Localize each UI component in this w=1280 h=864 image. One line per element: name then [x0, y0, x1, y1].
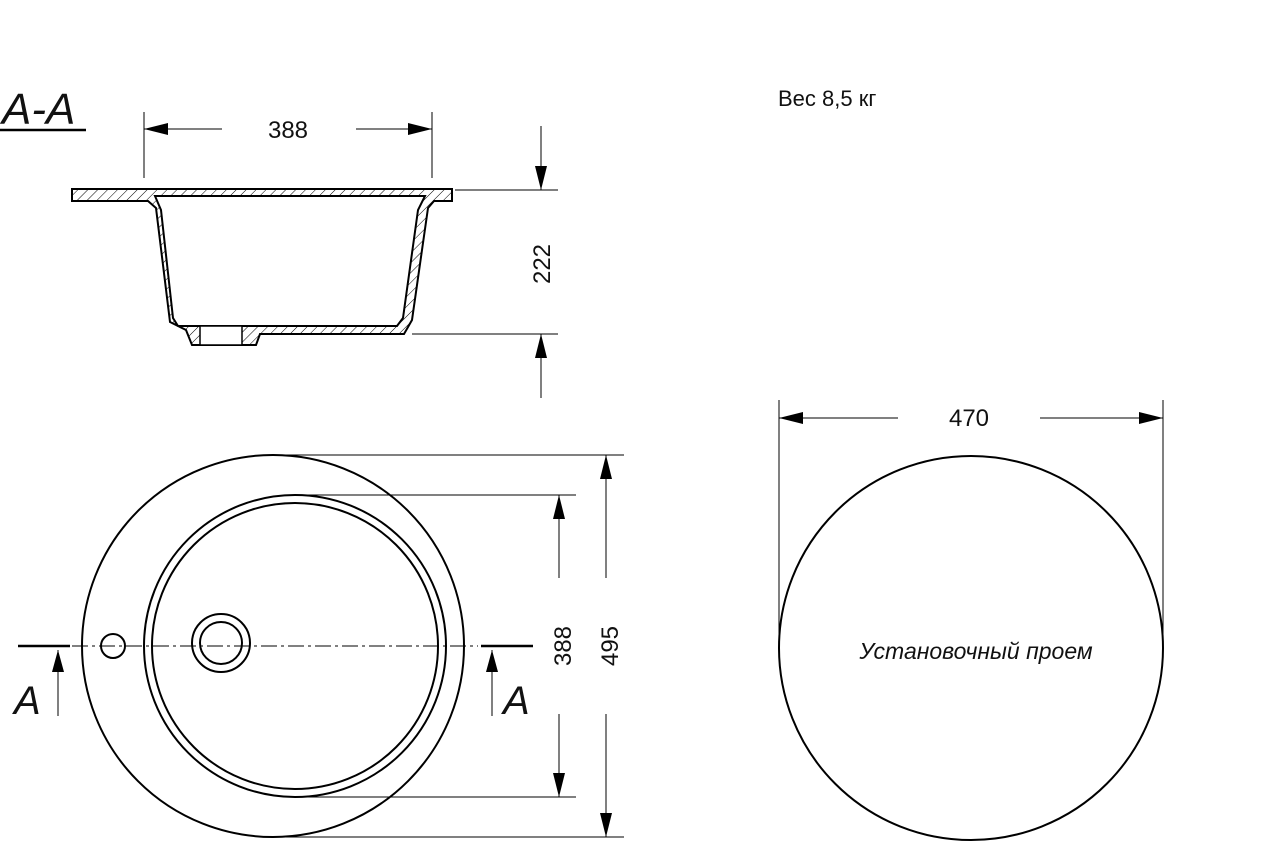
section-marker-left: A: [12, 679, 41, 723]
dim-arrow-up: [535, 334, 547, 358]
drain-opening: [199, 325, 243, 346]
outer-diameter-value: 495: [597, 626, 624, 666]
dim-arrow-down-388: [553, 773, 565, 797]
dim-arrow-left-470: [779, 412, 803, 424]
dim-arrow-down-495: [600, 813, 612, 837]
drain-inner-circle: [199, 621, 243, 665]
section-view: 388 222: [71, 112, 558, 398]
section-marker-right: A: [501, 679, 530, 723]
dim-arrow-right-470: [1139, 412, 1163, 424]
cutout-label: Установочный проем: [858, 638, 1093, 664]
section-arrow-left: [52, 650, 64, 672]
section-arrow-right: [486, 650, 498, 672]
section-height-dimension: 222: [412, 126, 558, 398]
cutout-view: 470 Установочный проем: [778, 400, 1164, 841]
cutout-width-dimension: 470: [778, 400, 1164, 646]
section-marker-right-group: A: [481, 644, 533, 723]
bowl-diameter-dimension: 388: [295, 494, 577, 798]
section-height-value: 222: [529, 244, 556, 284]
section-title: A-A: [0, 85, 75, 134]
dim-arrow-up-495: [600, 455, 612, 479]
bowl-diameter-value: 388: [550, 626, 577, 666]
outer-diameter-dimension: 495: [273, 454, 624, 838]
sink-profile: [71, 188, 453, 346]
dim-arrow-right: [408, 123, 432, 135]
section-width-value: 388: [268, 117, 308, 144]
cutout-circle: [778, 455, 1164, 841]
drain-outer-circle: [191, 613, 251, 673]
top-view: A A 388 495: [12, 454, 624, 838]
dim-arrow-up-388: [553, 495, 565, 519]
section-width-dimension: 388: [143, 112, 433, 178]
cutout-width-value: 470: [949, 405, 989, 432]
weight-label: Вес 8,5 кг: [778, 86, 876, 111]
dim-arrow-down: [535, 166, 547, 190]
section-marker-left-group: A: [12, 644, 70, 723]
dim-arrow-left: [144, 123, 168, 135]
sink-wall-hatched: [71, 188, 453, 346]
section-title-group: A-A: [0, 85, 86, 134]
